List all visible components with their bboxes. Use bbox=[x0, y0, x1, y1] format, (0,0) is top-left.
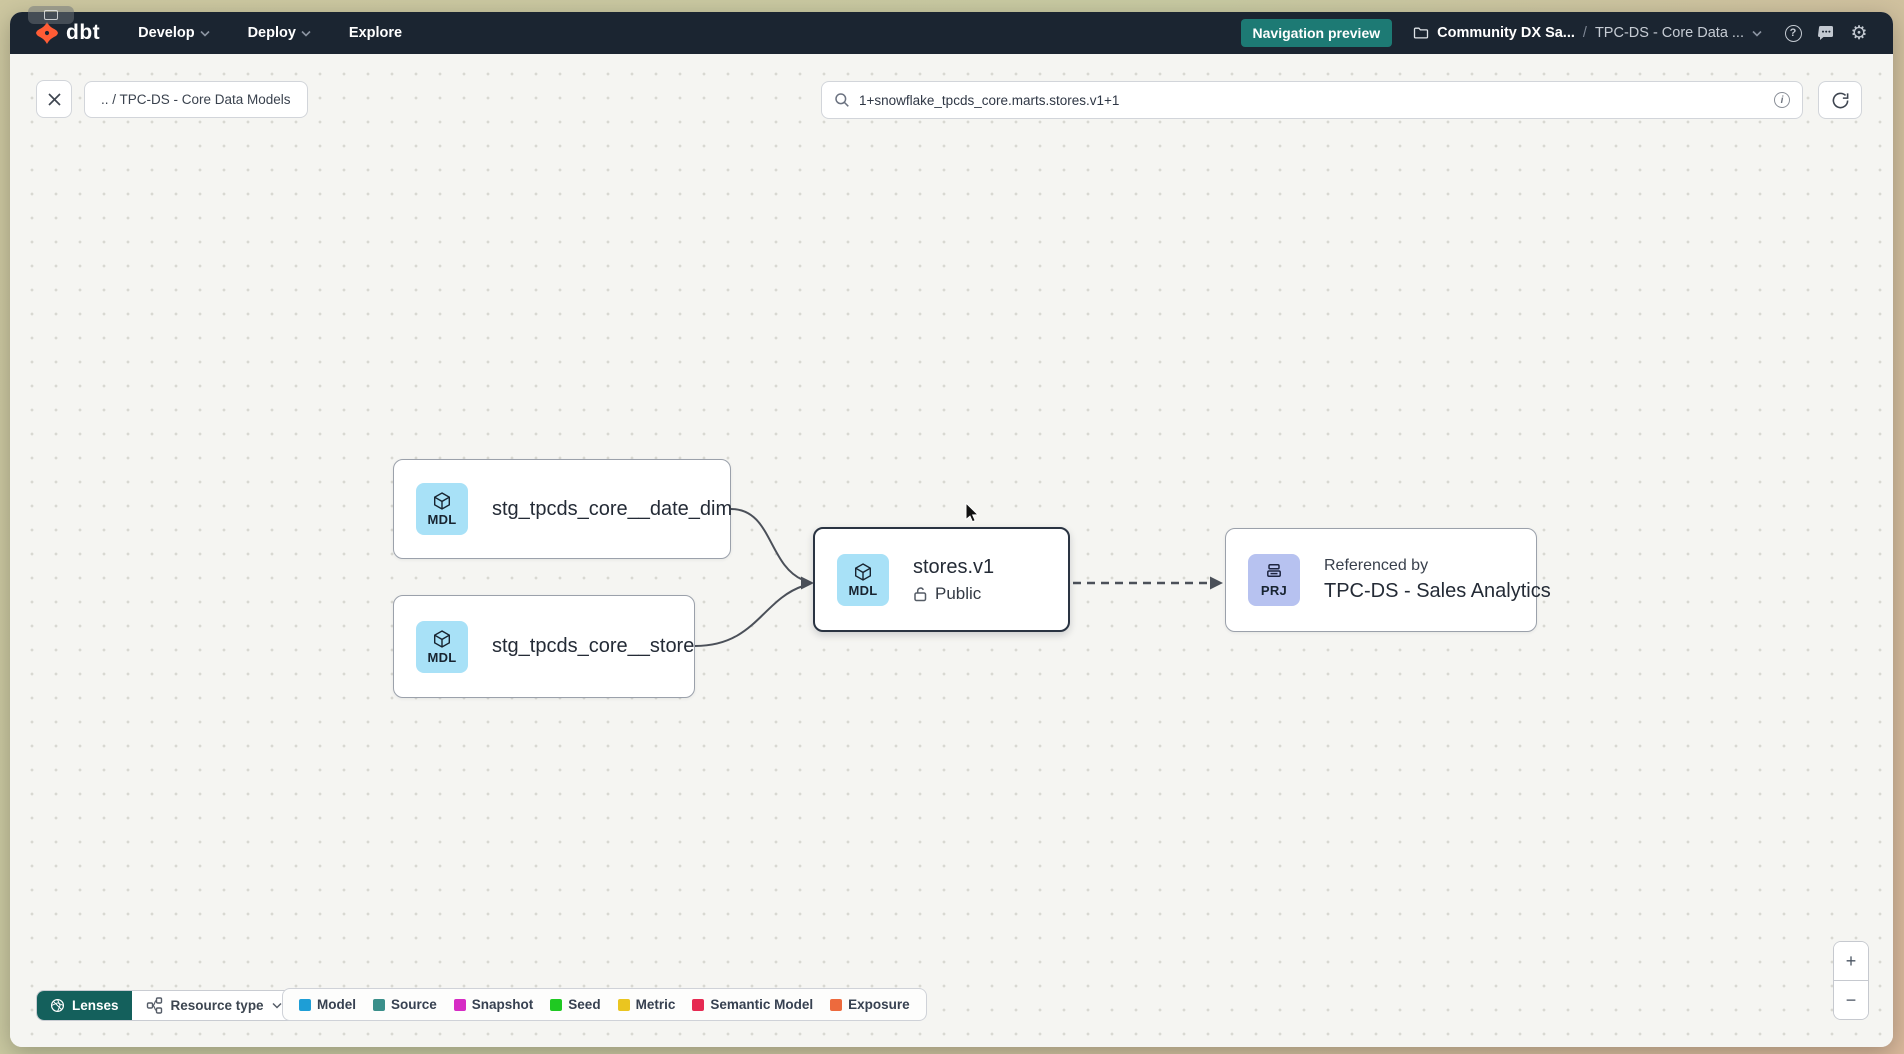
lenses-button[interactable]: Lenses bbox=[37, 991, 132, 1020]
node-tpcds-sales-analytics[interactable]: PRJ Referenced by TPC-DS - Sales Analyti… bbox=[1225, 528, 1551, 632]
node-label: TPC-DS - Sales Analytics bbox=[1324, 580, 1551, 602]
access-row: Public bbox=[913, 584, 994, 604]
legend-label: Semantic Model bbox=[710, 997, 814, 1012]
lenses-icon bbox=[50, 998, 65, 1013]
legend-item-snapshot: Snapshot bbox=[453, 997, 534, 1012]
model-tile: MDL bbox=[416, 620, 468, 673]
menu-develop-label: Develop bbox=[138, 25, 195, 41]
info-icon[interactable]: i bbox=[1774, 92, 1790, 108]
top-navbar: dbt Develop Deploy Explore Navigation pr… bbox=[10, 12, 1893, 54]
navbar-icons: ? ⚙ bbox=[1783, 23, 1869, 43]
feedback-button[interactable] bbox=[1816, 23, 1836, 43]
refresh-button[interactable] bbox=[1818, 81, 1862, 119]
legend-label: Exposure bbox=[848, 997, 910, 1012]
resource-type-label: Resource type bbox=[170, 998, 264, 1013]
screen-capture-indicator bbox=[28, 6, 74, 24]
monitor-icon bbox=[44, 10, 58, 20]
lineage-search-input[interactable]: 1+snowflake_tpcds_core.marts.stores.v1+1… bbox=[821, 81, 1803, 119]
model-tile: MDL bbox=[416, 483, 468, 535]
dbt-logo-icon bbox=[36, 22, 58, 44]
legend-item-semantic-model: Semantic Model bbox=[692, 997, 813, 1012]
search-icon bbox=[835, 93, 849, 107]
zoom-in-button[interactable]: + bbox=[1834, 942, 1868, 981]
lineage-path-chip[interactable]: .. / TPC-DS - Core Data Models bbox=[84, 81, 308, 118]
breadcrumb: Community DX Sa... / TPC-DS - Core Data … bbox=[1413, 25, 1762, 41]
resource-type-legend: Model Source Snapshot Seed Metric Semant… bbox=[282, 988, 927, 1021]
legend-label: Snapshot bbox=[471, 997, 534, 1012]
chat-icon bbox=[1818, 25, 1833, 40]
menu-explore-label: Explore bbox=[348, 25, 403, 41]
legend-item-exposure: Exposure bbox=[830, 997, 910, 1012]
chevron-down-icon[interactable] bbox=[1752, 30, 1762, 37]
node-label: stores.v1 bbox=[913, 555, 995, 578]
zoom-out-button[interactable]: − bbox=[1834, 981, 1868, 1019]
legend-label: Source bbox=[391, 997, 437, 1012]
node-stg-tpcds-core-store[interactable]: MDL stg_tpcds_core__store bbox=[393, 595, 695, 698]
node-text-column: stores.v1 Public bbox=[913, 556, 994, 604]
legend-label: Metric bbox=[635, 997, 676, 1012]
project-stack-icon bbox=[1267, 564, 1281, 577]
dbt-logo-text: dbt bbox=[66, 21, 101, 44]
search-value: 1+snowflake_tpcds_core.marts.stores.v1+1 bbox=[859, 92, 1120, 108]
legend-swatch bbox=[299, 998, 311, 1011]
menu-explore[interactable]: Explore bbox=[349, 25, 402, 41]
legend-item-metric: Metric bbox=[617, 997, 676, 1012]
folder-icon bbox=[1413, 27, 1429, 39]
node-label: stg_tpcds_core__date_dim bbox=[492, 497, 733, 520]
menu-deploy-label: Deploy bbox=[247, 25, 296, 41]
lenses-label: Lenses bbox=[72, 998, 119, 1013]
lock-open-icon bbox=[914, 586, 927, 601]
cube-icon bbox=[855, 562, 871, 581]
lens-controls: Lenses Resource type bbox=[36, 990, 297, 1021]
gear-icon: ⚙ bbox=[1850, 22, 1868, 44]
main-menu: Develop Deploy Explore bbox=[138, 25, 402, 41]
legend-swatch bbox=[550, 998, 563, 1011]
close-icon bbox=[47, 92, 61, 106]
resource-type-badge: MDL bbox=[427, 512, 457, 527]
legend-item-seed: Seed bbox=[550, 997, 601, 1012]
legend-swatch bbox=[830, 998, 843, 1011]
menu-develop[interactable]: Develop bbox=[138, 25, 210, 41]
breadcrumb-section[interactable]: TPC-DS - Core Data ... bbox=[1594, 25, 1744, 41]
help-icon: ? bbox=[1784, 24, 1802, 42]
resource-type-badge: MDL bbox=[427, 649, 457, 665]
dbt-logo[interactable]: dbt bbox=[34, 20, 100, 46]
referenced-by-label: Referenced by bbox=[1324, 557, 1429, 574]
resource-type-badge: PRJ bbox=[1260, 583, 1288, 598]
menu-deploy[interactable]: Deploy bbox=[248, 25, 311, 41]
cube-icon bbox=[434, 492, 450, 510]
help-button[interactable]: ? bbox=[1783, 23, 1803, 43]
node-label: stg_tpcds_core__store bbox=[492, 635, 695, 657]
node-stg-tpcds-core-date-dim[interactable]: MDL stg_tpcds_core__date_dim bbox=[393, 459, 733, 559]
chevron-down-icon bbox=[301, 30, 311, 37]
refresh-icon bbox=[1832, 92, 1848, 108]
legend-swatch bbox=[453, 998, 466, 1011]
legend-swatch bbox=[692, 998, 705, 1011]
legend-item-model: Model bbox=[299, 997, 356, 1012]
chevron-down-icon bbox=[200, 30, 210, 37]
resource-graph-icon bbox=[146, 997, 162, 1014]
access-label: Public bbox=[935, 583, 982, 603]
app-window: dbt Develop Deploy Explore Navigation pr… bbox=[10, 12, 1893, 1047]
navigation-preview-badge[interactable]: Navigation preview bbox=[1240, 19, 1393, 47]
project-tile: PRJ bbox=[1248, 554, 1300, 606]
settings-button[interactable]: ⚙ bbox=[1849, 23, 1869, 43]
breadcrumb-project[interactable]: Community DX Sa... bbox=[1437, 25, 1575, 41]
legend-label: Seed bbox=[568, 997, 601, 1012]
chevron-down-icon bbox=[272, 1002, 282, 1009]
legend-swatch bbox=[617, 998, 630, 1011]
legend-label: Model bbox=[317, 997, 356, 1012]
model-tile: MDL bbox=[837, 553, 889, 606]
node-text-column: Referenced by TPC-DS - Sales Analytics bbox=[1324, 557, 1551, 603]
legend-item-source: Source bbox=[373, 997, 437, 1012]
close-lineage-button[interactable] bbox=[36, 80, 72, 118]
node-stores-v1[interactable]: MDL stores.v1 Public bbox=[813, 527, 1070, 632]
resource-type-badge: MDL bbox=[848, 582, 878, 598]
breadcrumb-separator: / bbox=[1582, 25, 1587, 41]
navbar-right: Navigation preview Community DX Sa... / … bbox=[1240, 19, 1869, 47]
zoom-controls: + − bbox=[1833, 941, 1869, 1020]
cube-icon bbox=[434, 629, 450, 648]
resource-type-dropdown[interactable]: Resource type bbox=[131, 991, 296, 1020]
legend-swatch bbox=[373, 998, 385, 1011]
